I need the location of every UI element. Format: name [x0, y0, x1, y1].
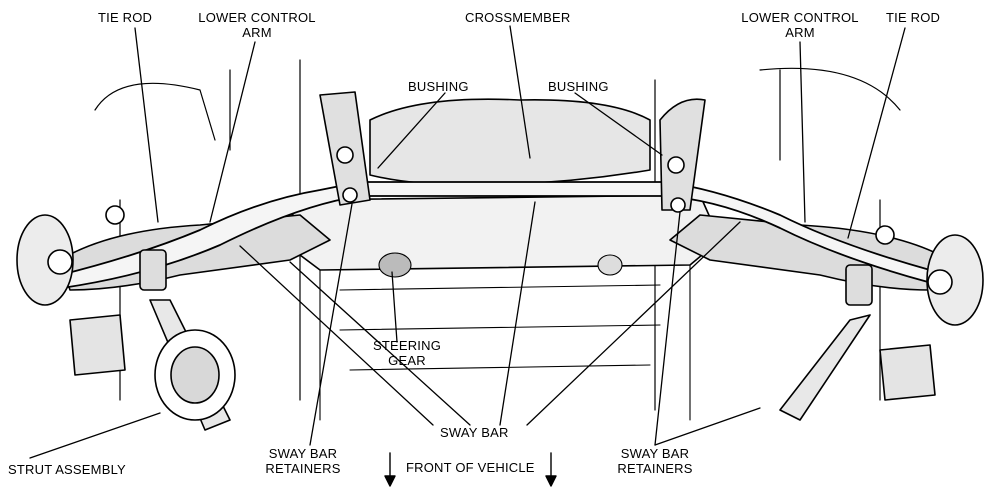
leader-lines — [29, 25, 906, 459]
label-line: RETAINERS — [617, 461, 693, 476]
label-sway-bar-retainers-left: SWAY BAR RETAINERS — [248, 446, 358, 476]
front-arrows — [384, 452, 557, 487]
label-sway-bar: SWAY BAR — [440, 425, 509, 440]
label-bushing-right: BUSHING — [548, 79, 609, 94]
label-tie-rod-right: TIE ROD — [886, 10, 941, 25]
floor-pan — [319, 252, 691, 421]
label-line: LOWER CONTROL — [741, 10, 859, 25]
label-line: LOWER CONTROL — [198, 10, 316, 25]
label-lower-control-arm-right: LOWER CONTROL ARM — [735, 10, 865, 40]
label-line: SWAY BAR — [620, 446, 690, 461]
label-line: SWAY BAR — [268, 446, 338, 461]
label-front-of-vehicle: FRONT OF VEHICLE — [406, 460, 535, 475]
label-line: RETAINERS — [265, 461, 341, 476]
brake-calipers — [69, 314, 936, 401]
label-crossmember: CROSSMEMBER — [465, 10, 571, 25]
wheel-hubs — [16, 214, 984, 326]
label-line: GEAR — [388, 353, 426, 368]
label-sway-bar-retainers-right: SWAY BAR RETAINERS — [600, 446, 710, 476]
label-line: ARM — [242, 25, 272, 40]
label-bushing-left: BUSHING — [408, 79, 469, 94]
label-steering-gear: STEERING GEAR — [362, 338, 452, 368]
label-line: ARM — [785, 25, 815, 40]
label-line: STEERING — [372, 338, 442, 353]
label-tie-rod-left: TIE ROD — [98, 10, 153, 25]
label-strut-assembly: STRUT ASSEMBLY — [8, 462, 126, 477]
tie-rod-parts — [105, 205, 895, 306]
retainer-brackets — [319, 91, 706, 213]
strut-assemblies — [149, 299, 871, 431]
label-lower-control-arm-left: LOWER CONTROL ARM — [192, 10, 322, 40]
